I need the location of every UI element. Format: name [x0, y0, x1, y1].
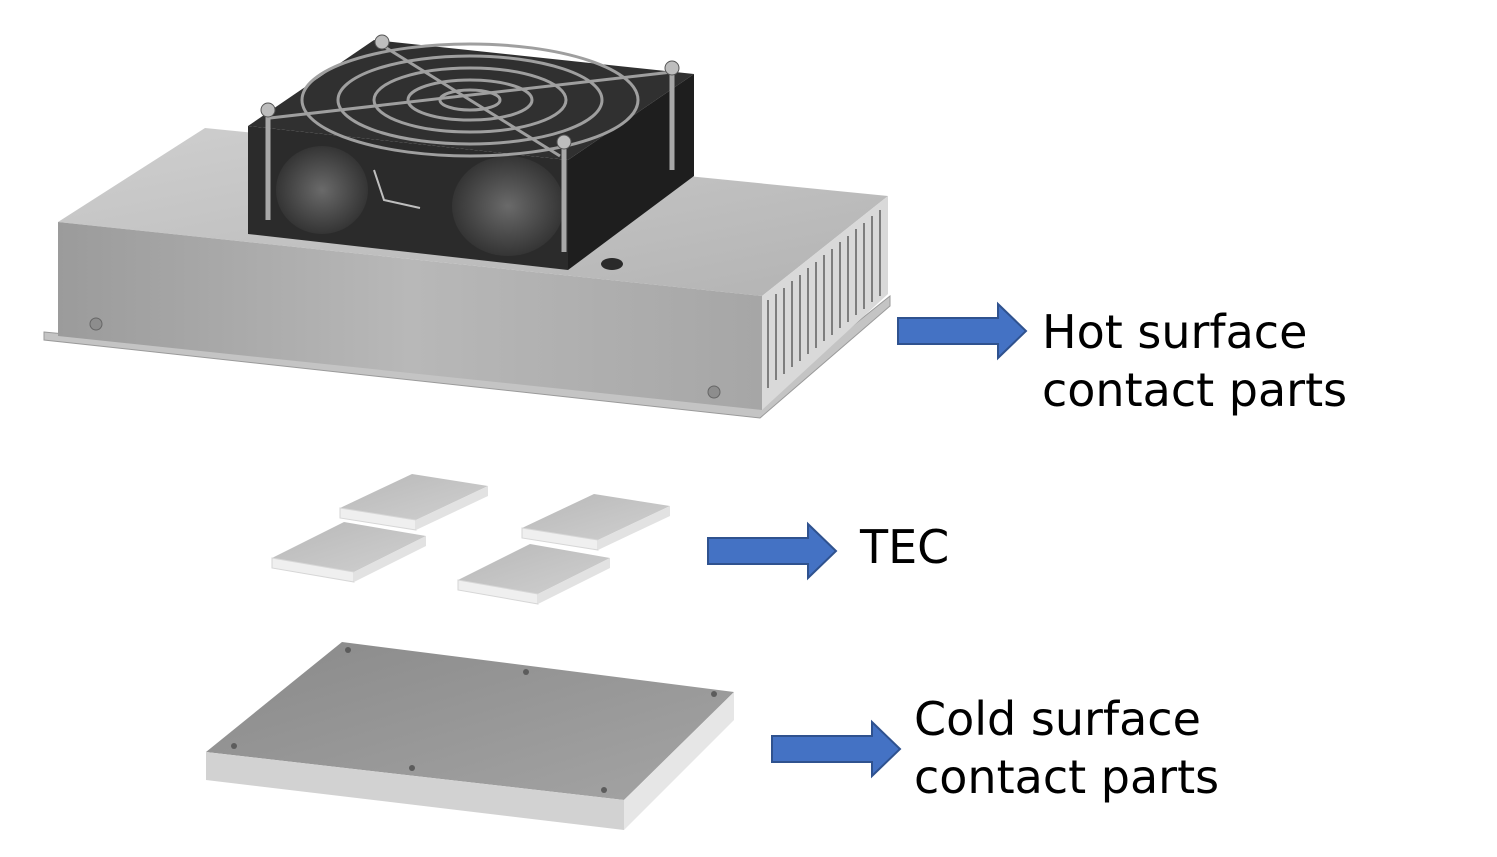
heat-sink-with-fan [43, 34, 891, 419]
right-arrow-icon [771, 719, 902, 779]
right-arrow-icon [707, 521, 838, 581]
tec-label: TEC [860, 518, 949, 576]
tec-module [521, 494, 670, 551]
right-arrow-icon [897, 301, 1028, 361]
tec-label-line1: TEC [860, 520, 950, 574]
cold-plate-top [206, 642, 734, 800]
screw [89, 317, 103, 331]
cold-plate [206, 642, 734, 830]
tec-modules [271, 474, 670, 605]
cold-plate-side [624, 692, 734, 830]
fan-icon [248, 34, 694, 270]
hot-surface-label: Hot surface contact parts [1042, 303, 1347, 419]
tec-module [457, 544, 610, 605]
heat-sink-fins [767, 210, 881, 388]
cold-plate-front [206, 752, 624, 830]
screw [707, 385, 721, 399]
cold-surface-label-line2: contact parts [914, 750, 1220, 804]
cold-surface-label: Cold surface contact parts [914, 690, 1219, 806]
tec-module [339, 474, 488, 531]
heat-sink-front-face [58, 222, 762, 410]
heat-sink-grommet [601, 258, 623, 270]
hot-surface-label-line1: Hot surface [1042, 305, 1308, 359]
hot-surface-label-line2: contact parts [1042, 363, 1348, 417]
cold-surface-label-line1: Cold surface [914, 692, 1201, 746]
tec-module [271, 522, 426, 583]
